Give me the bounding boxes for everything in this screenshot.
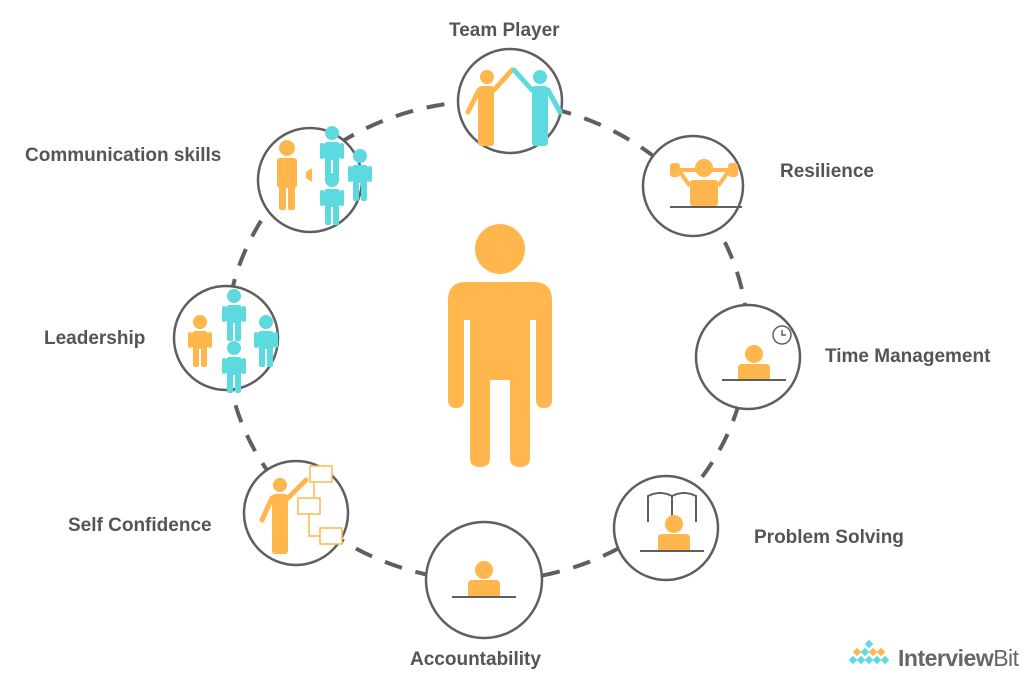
interviewbit-logo-icon [848,639,890,665]
logo-text: InterviewBit [898,645,1019,672]
leadership-circle [172,284,280,392]
desk-person-icon [452,561,516,598]
logo-text-regular: Bit [993,645,1019,671]
book-reader-icon [640,492,704,552]
clock-desk-icon [722,325,792,381]
logo-text-bold: Interview [898,645,994,671]
central-person-icon [448,224,552,467]
label-time-management: Time Management [825,346,991,367]
label-problem-solving: Problem Solving [754,527,904,548]
label-leadership: Leadership [44,328,146,349]
high-five-icon [465,67,563,146]
label-self-confidence: Self Confidence [68,515,212,536]
presenter-chart-icon [259,465,343,554]
label-accountability: Accountability [410,649,541,670]
label-resilience: Resilience [780,161,874,182]
label-team-player: Team Player [449,20,560,41]
speaker-audience-icon [277,126,372,225]
label-communication-skills: Communication skills [25,145,222,166]
interviewbit-logo: InterviewBit [894,645,1019,672]
dumbbell-icon [670,159,742,208]
